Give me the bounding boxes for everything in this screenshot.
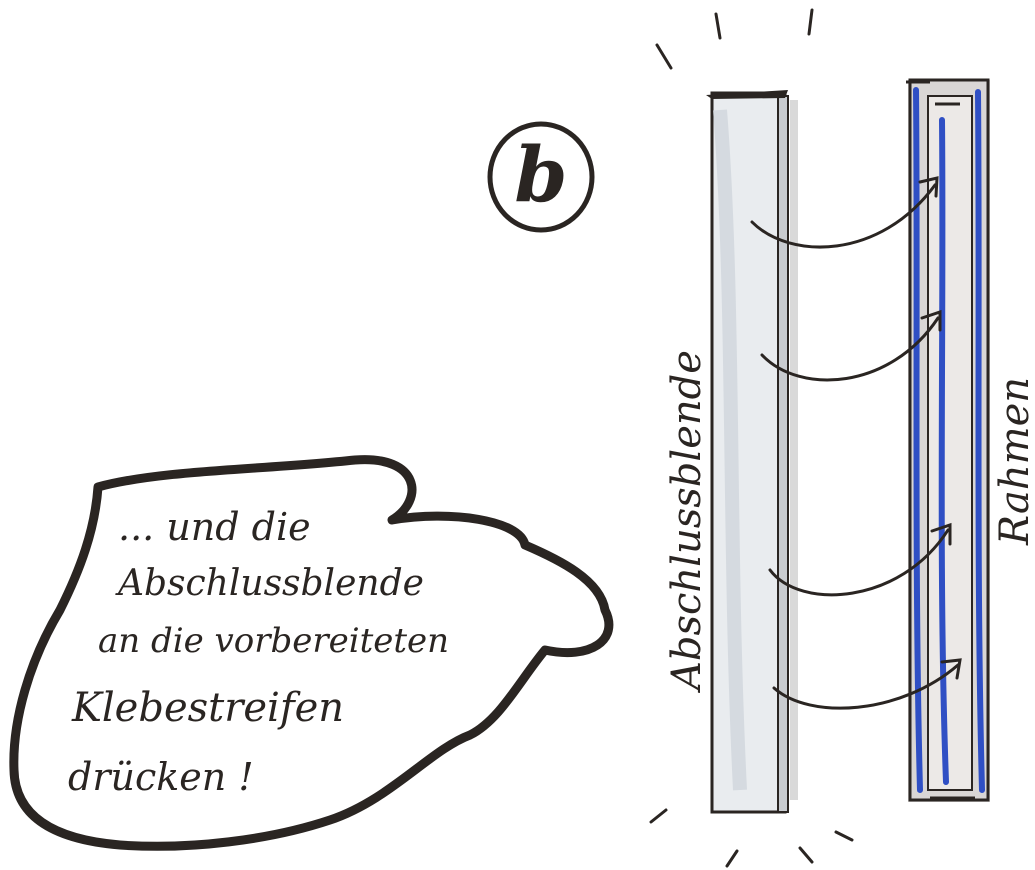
adhesive-strip-left	[916, 90, 920, 790]
frame-label: Rahmen	[992, 377, 1035, 546]
step-marker-letter: b	[514, 130, 567, 219]
emphasis-stroke	[727, 851, 737, 866]
bubble-line: drücken !	[68, 758, 254, 796]
emphasis-stroke	[651, 810, 666, 822]
emphasis-stroke	[800, 848, 812, 862]
emphasis-stroke	[809, 10, 812, 34]
bubble-line: an die vorbereiteten	[98, 624, 449, 658]
cover-strip-edge	[778, 96, 788, 812]
adhesive-strip-right	[978, 92, 982, 790]
emphasis-stroke	[657, 45, 671, 68]
cover-strip-label: Abschlussblende	[664, 350, 710, 694]
frame-inner-panel	[928, 96, 972, 790]
bubble-line: Klebestreifen	[72, 688, 344, 728]
cover-strip-top-edge	[706, 90, 788, 99]
cover-strip	[706, 90, 798, 812]
step-marker: b	[490, 124, 592, 230]
bubble-line: Abschlussblende	[118, 566, 424, 602]
cover-strip-shadow	[790, 100, 798, 800]
emphasis-stroke	[716, 14, 720, 38]
bubble-line: ... und die	[118, 508, 311, 546]
frame	[906, 80, 990, 802]
emphasis-stroke	[836, 832, 852, 840]
